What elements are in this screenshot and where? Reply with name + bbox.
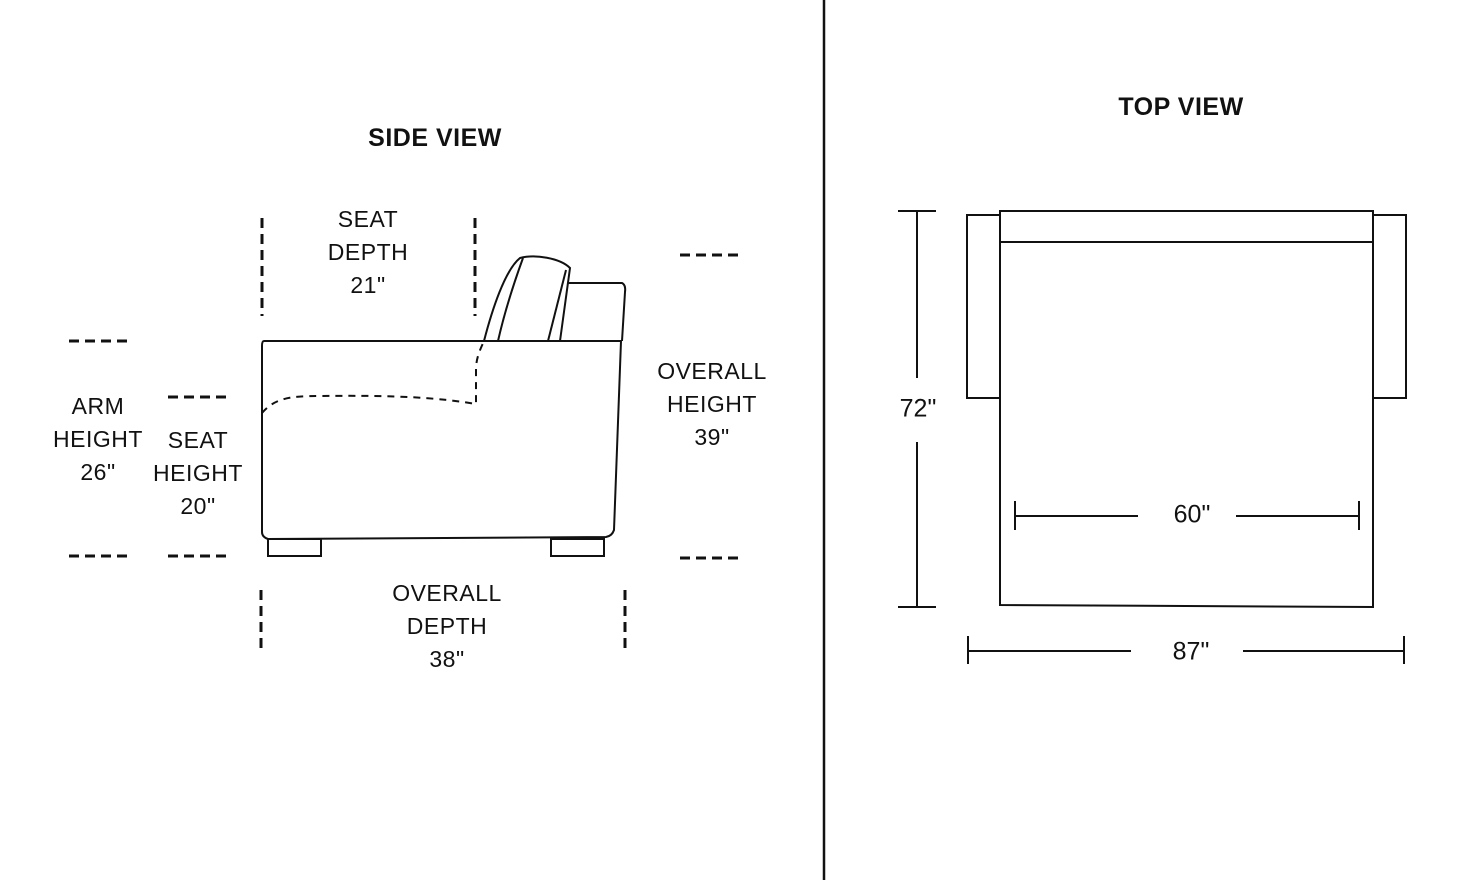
seat-depth-label: SEAT DEPTH 21" <box>328 203 408 302</box>
seat-height-label: SEAT HEIGHT 20" <box>153 424 243 523</box>
overall-depth-value: 38" <box>429 646 465 672</box>
overall-height-line1: OVERALL <box>657 358 767 384</box>
seat-depth-line1: SEAT <box>337 206 399 232</box>
top-view-title: TOP VIEW <box>1118 93 1244 121</box>
arm-height-label: ARM HEIGHT 26" <box>53 390 143 489</box>
seat-depth-line2: DEPTH <box>327 239 409 265</box>
sofa-side-drawing <box>261 255 627 557</box>
side-dimension-markers <box>69 218 742 654</box>
overall-width-value: 87" <box>1166 637 1216 667</box>
seat-height-line1: SEAT <box>167 427 229 453</box>
top-depth-value: 72" <box>893 394 943 424</box>
overall-height-line2: HEIGHT <box>667 391 757 417</box>
seat-depth-value: 21" <box>350 272 386 298</box>
overall-height-label: OVERALL HEIGHT 39" <box>657 355 767 454</box>
seat-height-value: 20" <box>180 493 216 519</box>
arm-height-line1: ARM <box>71 393 125 419</box>
overall-depth-line2: DEPTH <box>406 613 488 639</box>
seat-width-value: 60" <box>1167 500 1217 530</box>
overall-height-value: 39" <box>694 424 730 450</box>
top-dimension-lines <box>898 210 1405 664</box>
side-view-title: SIDE VIEW <box>368 124 502 152</box>
seat-height-line2: HEIGHT <box>153 460 243 486</box>
overall-depth-label: OVERALL DEPTH 38" <box>392 577 502 676</box>
arm-height-line2: HEIGHT <box>53 426 143 452</box>
overall-depth-line1: OVERALL <box>392 580 502 606</box>
arm-height-value: 26" <box>80 459 116 485</box>
sofa-top-drawing <box>966 210 1407 609</box>
